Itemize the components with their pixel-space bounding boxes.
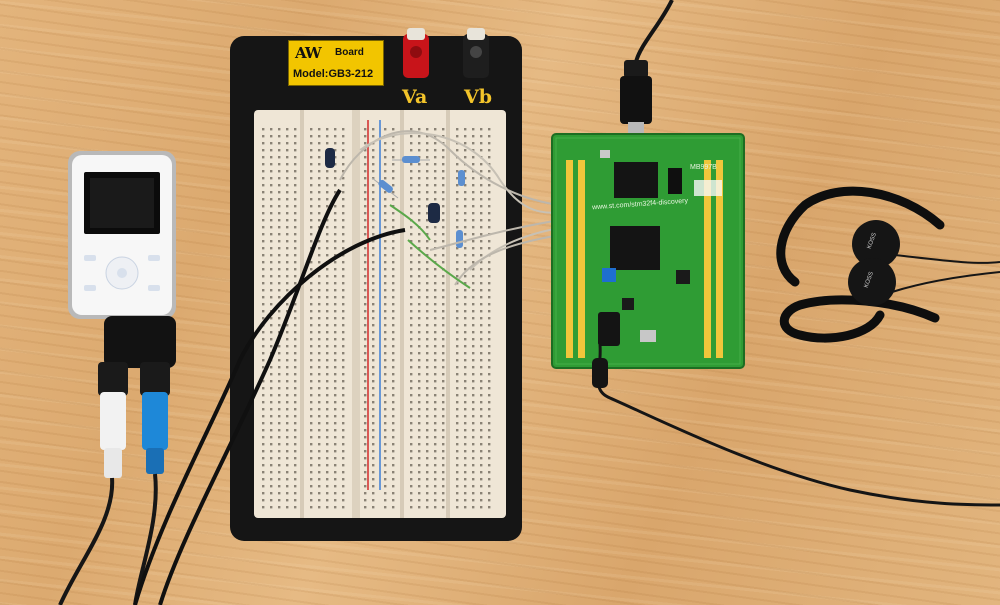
headphone-cable [596,344,1000,507]
breadboard-gap [446,110,450,518]
breadboard-model: Model:GB3-212 [293,68,374,80]
breadboard-brand-word: Board [335,47,364,58]
breadboard-holes [262,128,491,509]
jumper-wire [454,234,561,286]
breadboard-brand-mark: AW [295,44,322,62]
resistor [456,230,463,248]
audio-cable [158,188,342,605]
usb-cable [634,0,674,63]
headphone-plug [592,358,608,388]
resistor [371,177,399,199]
mp3-player [68,151,176,319]
earbud-headphones [776,186,1000,343]
breadboard-gap [400,110,404,518]
breadboard-label: AW Board Model:GB3-212 [288,40,384,86]
jumper-wire [339,130,561,206]
jumper-wire [359,132,563,214]
audio-cable [58,477,115,605]
resistor [392,156,430,163]
usb-plug [620,60,652,134]
terminal-b-label: Vb [464,86,493,108]
terminal-post-black [463,28,489,78]
audio-cable [133,473,158,605]
terminal-post-red [403,28,429,78]
discovery-board [551,133,745,369]
jumper-wire [429,219,561,251]
breadboard-gap [300,110,304,518]
audio-cable [133,228,406,605]
breadboard-gap [352,110,360,518]
jumper-wire [469,227,561,271]
jumper-wire [407,239,471,289]
rca-adapter [98,316,176,478]
jumper-wire [389,204,431,241]
terminal-a-label: Va [402,86,428,108]
resistor [458,170,465,186]
pcb-board-id: MB997B [690,164,717,171]
capacitor [325,148,335,168]
capacitor [428,203,440,223]
